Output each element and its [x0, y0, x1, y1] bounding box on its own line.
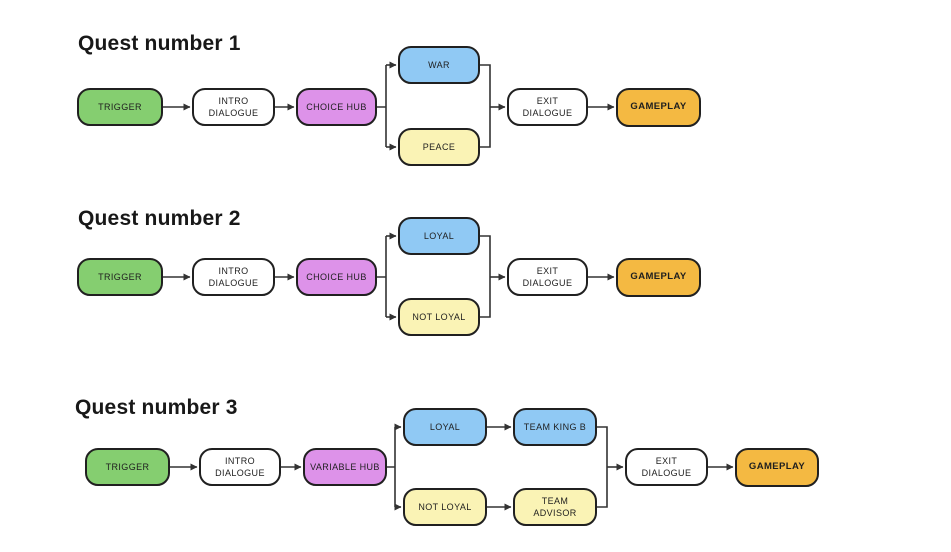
node-q2-loyal[interactable]: LOYAL [398, 217, 480, 255]
node-q2-choice-hub[interactable]: CHOICE HUB [296, 258, 377, 296]
node-q1-gameplay[interactable]: GAMEPLAY [616, 88, 701, 127]
edge-q2-hub-split [377, 236, 387, 317]
node-q1-exit-dialogue[interactable]: EXIT DIALOGUE [507, 88, 588, 126]
edge-q2-merge [480, 235, 491, 318]
node-q2-exit-dialogue[interactable]: EXIT DIALOGUE [507, 258, 588, 296]
node-q1-intro-dialogue[interactable]: INTRO DIALOGUE [192, 88, 275, 126]
node-q3-gameplay[interactable]: GAMEPLAY [735, 448, 819, 487]
quest-1-title: Quest number 1 [78, 32, 241, 55]
node-q2-not-loyal[interactable]: NOT LOYAL [398, 298, 480, 336]
node-q1-choice-hub[interactable]: CHOICE HUB [296, 88, 377, 126]
quest-2-title: Quest number 2 [78, 207, 241, 230]
node-q3-exit-dialogue[interactable]: EXIT DIALOGUE [625, 448, 708, 486]
node-q2-intro-dialogue[interactable]: INTRO DIALOGUE [192, 258, 275, 296]
node-q3-team-king-b[interactable]: TEAM KING B [513, 408, 597, 446]
node-q2-gameplay[interactable]: GAMEPLAY [616, 258, 701, 297]
node-q1-trigger[interactable]: TRIGGER [77, 88, 163, 126]
node-q3-not-loyal[interactable]: NOT LOYAL [403, 488, 487, 526]
node-q1-peace[interactable]: PEACE [398, 128, 480, 166]
quest-3-title: Quest number 3 [75, 396, 238, 419]
node-q2-trigger[interactable]: TRIGGER [77, 258, 163, 296]
edge-q1-hub-split [377, 65, 387, 147]
edge-q3-hub-split [387, 427, 396, 507]
edge-q1-merge [480, 64, 491, 148]
edge-q3-merge [597, 426, 608, 508]
node-q3-intro-dialogue[interactable]: INTRO DIALOGUE [199, 448, 281, 486]
node-q1-war[interactable]: WAR [398, 46, 480, 84]
node-q3-trigger[interactable]: TRIGGER [85, 448, 170, 486]
node-q3-team-advisor[interactable]: TEAM ADVISOR [513, 488, 597, 526]
node-q3-variable-hub[interactable]: VARIABLE HUB [303, 448, 387, 486]
node-q3-loyal[interactable]: LOYAL [403, 408, 487, 446]
